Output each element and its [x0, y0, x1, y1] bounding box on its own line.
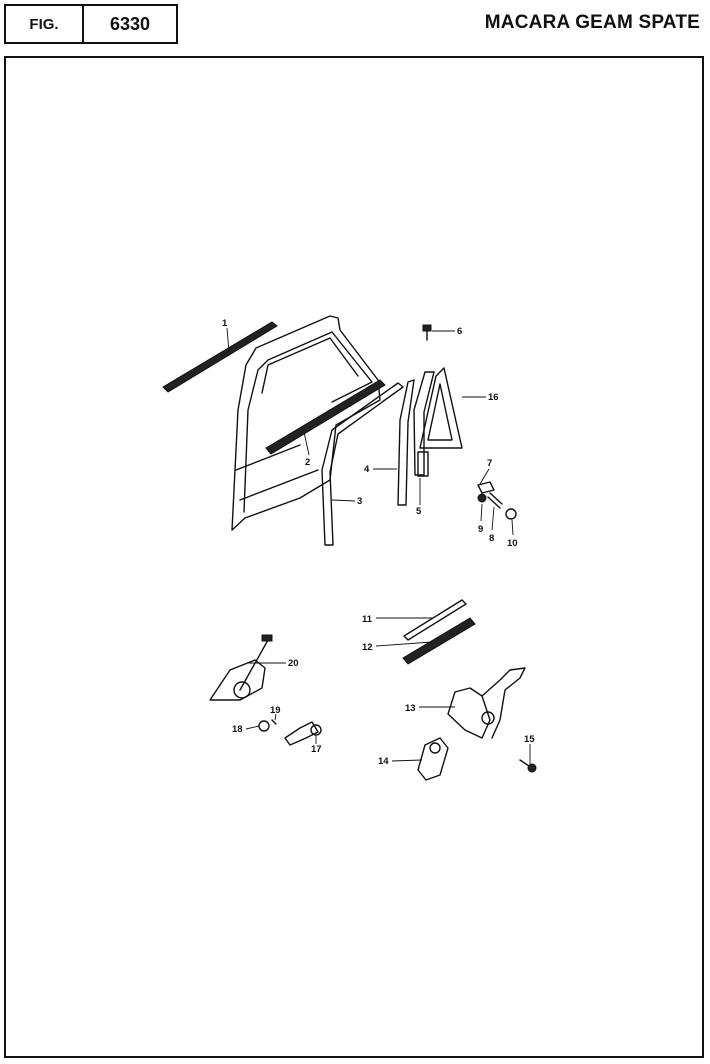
callout-17: 17 — [311, 744, 322, 755]
callout-9: 9 — [478, 524, 483, 535]
part-13-power-regulator — [447, 667, 526, 739]
part-8-bolt — [487, 492, 503, 509]
part-17-window-handle — [284, 721, 322, 746]
callout-4: 4 — [364, 464, 370, 475]
part-10-nut — [505, 508, 517, 520]
callout-18: 18 — [232, 724, 243, 735]
callout-10: 10 — [507, 538, 518, 549]
part-14-motor — [417, 737, 449, 781]
part-9-washer — [477, 493, 487, 503]
part-11-strip — [403, 599, 467, 641]
callout-8: 8 — [489, 533, 494, 544]
callout-12: 12 — [362, 642, 373, 653]
part-12-strip — [402, 617, 476, 665]
part-5-center-sash — [413, 371, 435, 477]
part-3-glass-run — [321, 382, 404, 546]
part-1-outer-weatherstrip — [162, 321, 278, 393]
part-15-bolt — [519, 759, 537, 773]
callout-2: 2 — [305, 457, 310, 468]
diagram-frame — [4, 56, 704, 1058]
callout-numbers: 1 2 3 4 5 6 7 8 9 10 11 12 13 14 15 16 1… — [222, 318, 535, 767]
door-shell — [231, 315, 381, 531]
callout-19: 19 — [270, 705, 281, 716]
page-title: MACARA GEAM SPATE — [484, 12, 700, 33]
callout-6: 6 — [457, 326, 462, 337]
part-16-quarter-glass — [419, 367, 463, 449]
callout-11: 11 — [362, 614, 373, 625]
fig-number: 6330 — [82, 4, 178, 44]
callout-5: 5 — [416, 506, 422, 517]
part-20-window-regulator — [209, 634, 273, 701]
part-4-division-channel — [397, 379, 415, 506]
leader-lines — [226, 327, 531, 764]
callout-7: 7 — [487, 458, 492, 469]
part-19-clip — [271, 719, 277, 725]
callout-20: 20 — [288, 658, 299, 669]
part-18-escutcheon — [258, 720, 270, 732]
callout-14: 14 — [378, 756, 389, 767]
callout-15: 15 — [524, 734, 535, 745]
part-7-bolt — [477, 481, 495, 494]
callout-1: 1 — [222, 318, 228, 329]
part-6-screw — [422, 324, 432, 341]
callout-16: 16 — [488, 392, 499, 403]
callout-3: 3 — [357, 496, 362, 507]
callout-13: 13 — [405, 703, 416, 714]
part-2-inner-weatherstrip — [265, 379, 386, 455]
